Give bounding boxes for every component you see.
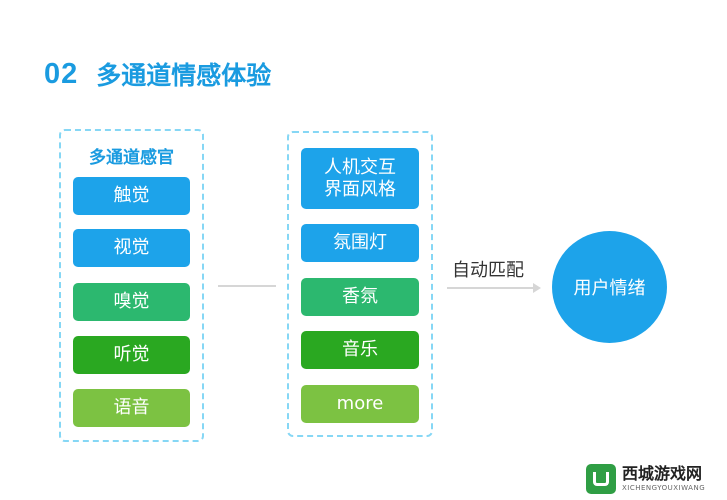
arrow-head-icon (533, 283, 541, 293)
watermark-subtitle: XICHENGYOUXIWANG (622, 484, 706, 492)
watermark-name: 西城游戏网 (622, 464, 703, 483)
channel-ambient-light-box: 氛围灯 (301, 224, 419, 262)
sense-touch-box: 触觉 (73, 177, 190, 215)
sense-vision-box: 视觉 (73, 229, 190, 267)
watermark: 西城游戏网 XICHENGYOUXIWANG (586, 462, 724, 496)
channels-panel: 人机交互 界面风格 氛围灯 香氛 音乐 more (287, 131, 433, 437)
channel-more-box: more (301, 385, 419, 423)
senses-panel: 多通道感官 触觉 视觉 嗅觉 听觉 语音 (59, 129, 204, 442)
section-title: 多通道情感体验 (96, 61, 272, 90)
channel-ui-style-box: 人机交互 界面风格 (301, 148, 419, 209)
auto-match-arrow-line (447, 287, 535, 289)
site-logo-icon (586, 464, 616, 494)
sense-smell-box: 嗅觉 (73, 283, 190, 321)
channel-music-box: 音乐 (301, 331, 419, 369)
sense-hearing-box: 听觉 (73, 336, 190, 374)
section-number: 02 (44, 57, 79, 90)
auto-match-label: 自动匹配 (452, 260, 524, 281)
user-emotion-circle: 用户情绪 (552, 231, 667, 343)
connector-line (218, 285, 276, 287)
channel-fragrance-box: 香氛 (301, 278, 419, 316)
page-title: 02 多通道情感体验 (44, 54, 271, 94)
sense-voice-box: 语音 (73, 389, 190, 427)
senses-panel-title: 多通道感官 (89, 148, 174, 168)
